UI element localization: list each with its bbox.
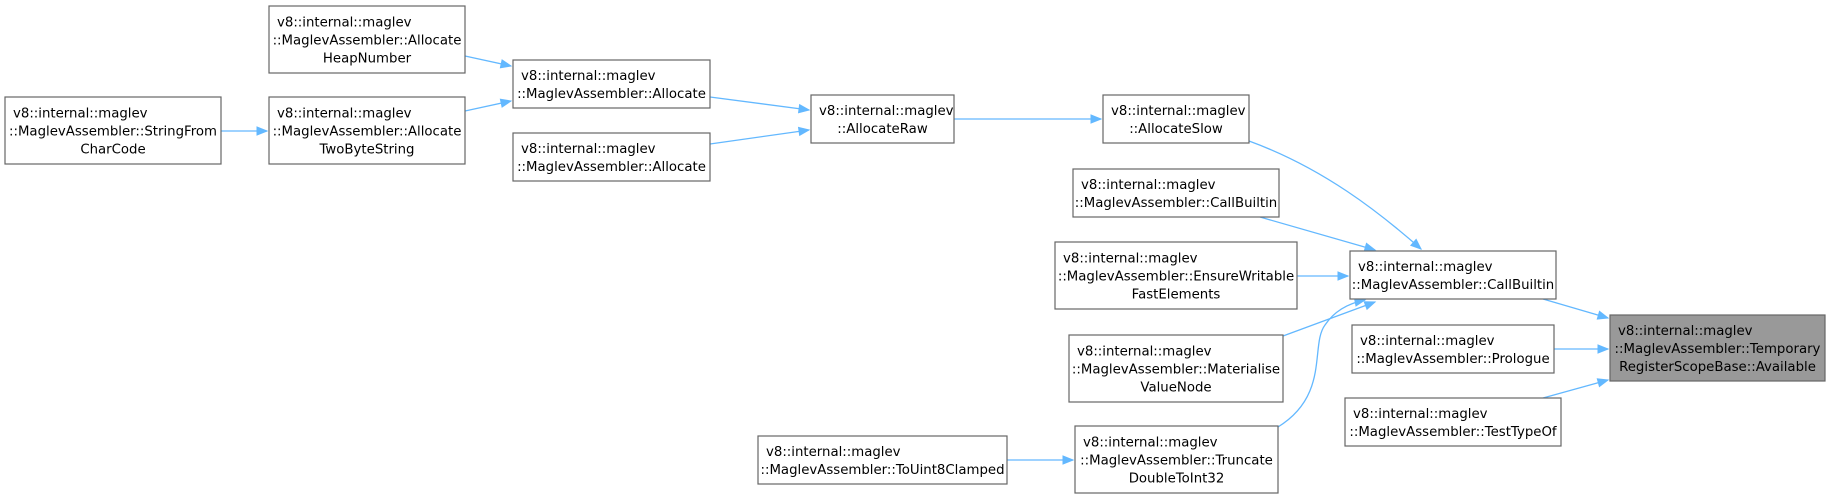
- edge-n11-n9: [709, 96, 810, 111]
- edge-n8-n1: [1277, 299, 1366, 428]
- node-label-line: v8::internal::maglev: [1111, 104, 1246, 119]
- node-label-line: TwoByteString: [319, 143, 415, 158]
- node-label-line: v8::internal::maglev: [1083, 436, 1218, 451]
- arrowhead-n12-n9: [797, 126, 811, 137]
- node-label-line: HeapNumber: [323, 52, 412, 67]
- node-box[interactable]: [4, 96, 222, 165]
- node-label-line: ::MaglevAssembler::Allocate: [273, 34, 462, 49]
- node-maglev-assembler-materialise-value-node[interactable]: v8::internal::maglev::MaglevAssembler::M…: [1068, 334, 1284, 403]
- nodes-layer: v8::internal::maglev::MaglevAssembler::T…: [4, 5, 1826, 494]
- node-label-line: ::MaglevAssembler::Allocate: [273, 125, 462, 140]
- node-label-line: v8::internal::maglev: [1358, 260, 1493, 275]
- edge-n4-n1: [1248, 140, 1422, 250]
- node-label-line: v8::internal::maglev: [521, 69, 656, 84]
- node-label-line: DoubleToInt32: [1129, 472, 1225, 487]
- node-maglev-assembler-to-uint8-clamped[interactable]: v8::internal::maglev::MaglevAssembler::T…: [757, 435, 1008, 485]
- edge-n1-n0: [1542, 298, 1609, 319]
- node-maglev-assembler-allocate-2[interactable]: v8::internal::maglev::MaglevAssembler::A…: [512, 132, 711, 182]
- node-label-line: v8::internal::maglev: [1353, 407, 1488, 422]
- node-allocate-raw[interactable]: v8::internal::maglev::AllocateRaw: [810, 94, 955, 144]
- node-label-line: ::AllocateRaw: [837, 122, 928, 137]
- node-maglev-assembler-allocate-heap-number[interactable]: v8::internal::maglev::MaglevAssembler::A…: [268, 5, 466, 74]
- node-box[interactable]: [757, 435, 1008, 485]
- arrowhead-n14-n11: [499, 98, 513, 108]
- node-label-line: v8::internal::maglev: [1077, 345, 1212, 360]
- node-label-line: v8::internal::maglev: [13, 107, 148, 122]
- arrowhead-n4-n1: [1409, 238, 1423, 250]
- node-box[interactable]: [1344, 397, 1562, 447]
- edges-layer: [221, 55, 1610, 465]
- node-maglev-assembler-prologue[interactable]: v8::internal::maglev::MaglevAssembler::P…: [1351, 324, 1555, 374]
- node-label-line: v8::internal::maglev: [277, 16, 412, 31]
- node-maglev-assembler-string-from-char-code[interactable]: v8::internal::maglev::MaglevAssembler::S…: [4, 96, 222, 165]
- node-label-line: v8::internal::maglev: [521, 142, 656, 157]
- arrowhead-n9-n4: [1090, 114, 1103, 124]
- node-label-line: ::AllocateSlow: [1129, 122, 1223, 137]
- node-box[interactable]: [810, 94, 955, 144]
- node-label-line: RegisterScopeBase::Available: [1619, 360, 1816, 375]
- node-box[interactable]: [1351, 324, 1555, 374]
- node-label-line: v8::internal::maglev: [819, 104, 954, 119]
- node-maglev-assembler-allocate[interactable]: v8::internal::maglev::MaglevAssembler::A…: [512, 59, 711, 109]
- node-label-line: ::MaglevAssembler::TestTypeOf: [1349, 425, 1557, 440]
- node-label-line: ::MaglevAssembler::ToUint8Clamped: [760, 463, 1004, 478]
- node-label-line: ::MaglevAssembler::EnsureWritable: [1058, 270, 1294, 285]
- node-box[interactable]: [512, 59, 711, 109]
- arrowhead-n10-n8: [1062, 455, 1075, 465]
- node-box[interactable]: [268, 96, 466, 165]
- node-label-line: ValueNode: [1140, 381, 1211, 396]
- node-box[interactable]: [268, 5, 466, 74]
- arrowhead-n13-n11: [499, 59, 513, 69]
- node-maglev-assembler-allocate-two-byte-string[interactable]: v8::internal::maglev::MaglevAssembler::A…: [268, 96, 466, 165]
- node-box[interactable]: [1068, 334, 1284, 403]
- arrowhead-n6-n1: [1337, 271, 1350, 281]
- node-label-line: ::MaglevAssembler::CallBuiltin: [1075, 196, 1277, 211]
- node-box[interactable]: [1072, 168, 1280, 218]
- node-maglev-assembler-call-builtin-2[interactable]: v8::internal::maglev::MaglevAssembler::C…: [1072, 168, 1280, 218]
- node-label-line: ::MaglevAssembler::CallBuiltin: [1352, 278, 1554, 293]
- node-label-line: ::MaglevAssembler::Truncate: [1080, 454, 1273, 469]
- node-label-line: v8::internal::maglev: [1618, 324, 1753, 339]
- node-maglev-assembler-truncate-double-to-int32[interactable]: v8::internal::maglev::MaglevAssembler::T…: [1074, 425, 1279, 494]
- node-label-line: ::MaglevAssembler::Temporary: [1615, 342, 1821, 357]
- node-maglev-assembler-ensure-writable-fast-elements[interactable]: v8::internal::maglev::MaglevAssembler::E…: [1054, 241, 1298, 310]
- node-label-line: ::MaglevAssembler::Allocate: [517, 87, 706, 102]
- arrowhead-n11-n9: [797, 103, 811, 114]
- edge-n5-n1: [1259, 216, 1376, 251]
- node-box[interactable]: [1349, 250, 1557, 300]
- node-box[interactable]: [512, 132, 711, 182]
- node-maglev-assembler-test-type-of[interactable]: v8::internal::maglev::MaglevAssembler::T…: [1344, 397, 1562, 447]
- node-label-line: v8::internal::maglev: [1063, 252, 1198, 267]
- node-label-line: v8::internal::maglev: [766, 445, 901, 460]
- arrowhead-n7-n1: [1363, 301, 1377, 311]
- arrowhead-n2-n0: [1597, 344, 1610, 354]
- node-label-line: ::MaglevAssembler::Prologue: [1356, 352, 1549, 367]
- node-box[interactable]: [1102, 94, 1250, 144]
- node-box[interactable]: [1609, 314, 1826, 382]
- node-box[interactable]: [1054, 241, 1298, 310]
- node-label-line: ::MaglevAssembler::Allocate: [517, 160, 706, 175]
- node-label-line: ::MaglevAssembler::Materialise: [1072, 363, 1280, 378]
- node-label-line: CharCode: [80, 143, 145, 158]
- node-maglev-assembler-call-builtin[interactable]: v8::internal::maglev::MaglevAssembler::C…: [1349, 250, 1557, 300]
- node-allocate-slow[interactable]: v8::internal::maglev::AllocateSlow: [1102, 94, 1250, 144]
- node-label-line: FastElements: [1132, 288, 1221, 303]
- node-label-line: v8::internal::maglev: [1360, 334, 1495, 349]
- arrowhead-n1-n0: [1596, 310, 1610, 320]
- node-label-line: v8::internal::maglev: [277, 107, 412, 122]
- node-label-line: v8::internal::maglev: [1081, 178, 1216, 193]
- arrowhead-n5-n1: [1363, 242, 1377, 252]
- node-box[interactable]: [1074, 425, 1279, 494]
- edge-n12-n9: [709, 129, 810, 145]
- node-label-line: ::MaglevAssembler::StringFrom: [9, 125, 217, 140]
- edge-n3-n0: [1542, 379, 1609, 399]
- node-temporary-register-scope-base-available[interactable]: v8::internal::maglev::MaglevAssembler::T…: [1609, 314, 1826, 382]
- arrowhead-n15-n14: [256, 126, 269, 136]
- arrowhead-n3-n0: [1596, 378, 1610, 388]
